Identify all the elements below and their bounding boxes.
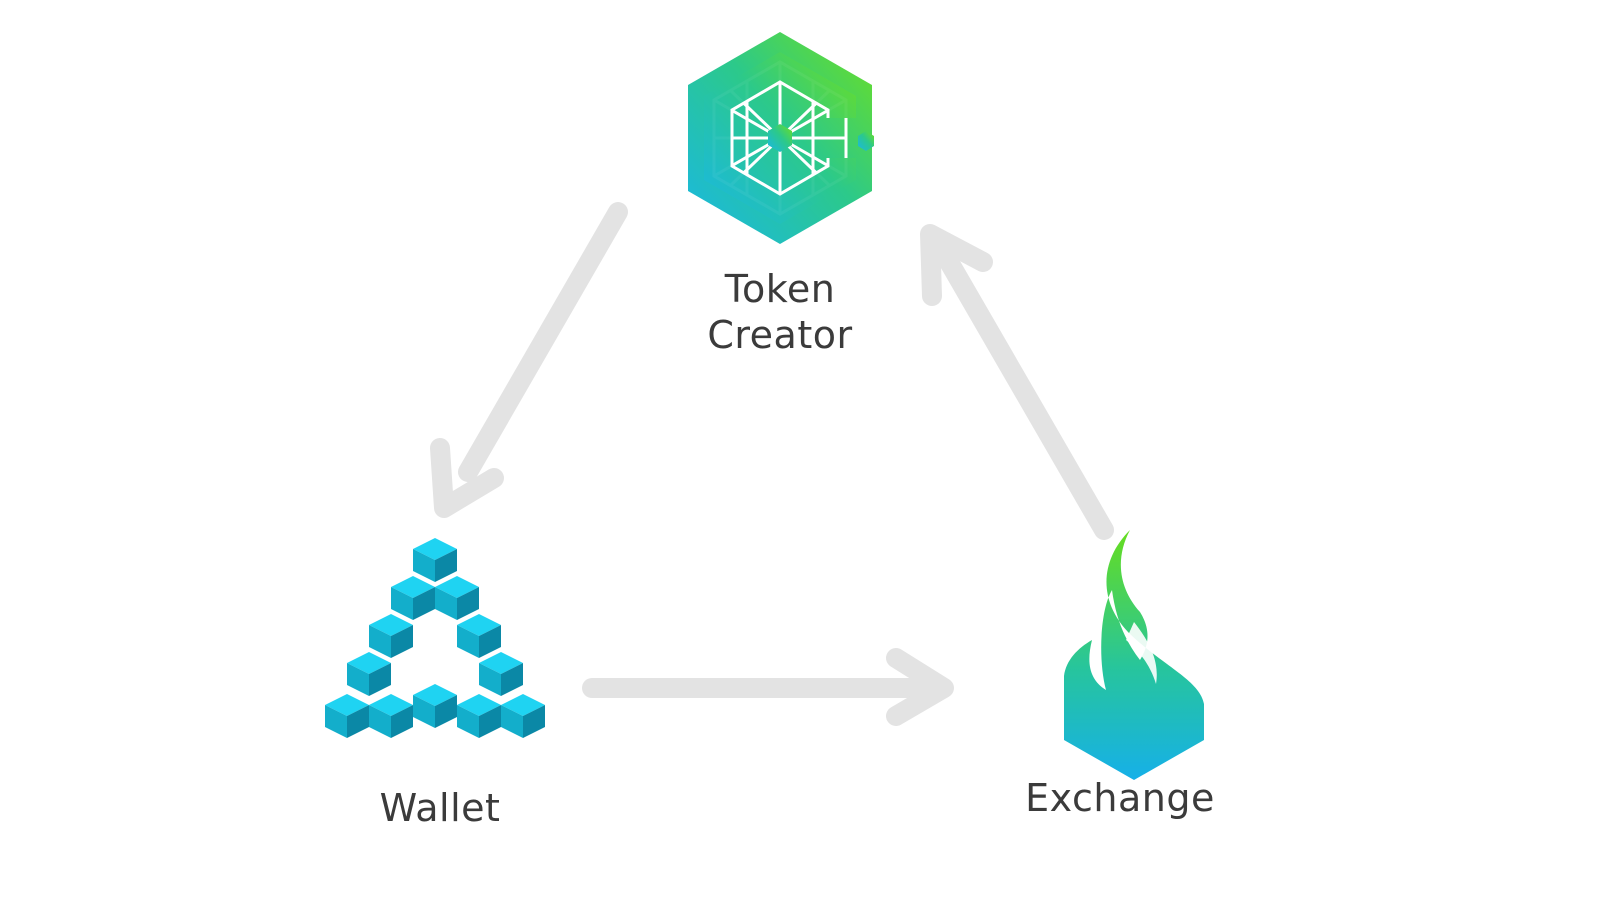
arrow-exchange-to-token bbox=[920, 224, 1114, 540]
token-creator-icon bbox=[688, 32, 874, 244]
arrow-wallet-to-exchange bbox=[582, 648, 954, 726]
wallet-cube bbox=[501, 694, 545, 738]
token-creator-label: Token Creator bbox=[660, 266, 900, 358]
wallet-cube bbox=[457, 694, 501, 738]
wallet-cube bbox=[413, 538, 457, 582]
token-creator-label-line2: Creator bbox=[707, 313, 853, 357]
wallet-cube bbox=[369, 694, 413, 738]
wallet-cube bbox=[391, 576, 435, 620]
token-creator-label-line1: Token bbox=[724, 267, 836, 311]
wallet-icon bbox=[325, 538, 545, 738]
wallet-cube bbox=[435, 576, 479, 620]
exchange-icon bbox=[1064, 530, 1204, 780]
wallet-cube bbox=[479, 652, 523, 696]
wallet-cube bbox=[369, 614, 413, 658]
arrow-token-to-wallet bbox=[430, 202, 628, 518]
exchange-label: Exchange bbox=[1025, 776, 1215, 820]
wallet-cube bbox=[413, 684, 457, 728]
wallet-cube bbox=[347, 652, 391, 696]
wallet-label: Wallet bbox=[379, 786, 501, 830]
wallet-cube bbox=[457, 614, 501, 658]
wallet-cube bbox=[325, 694, 369, 738]
